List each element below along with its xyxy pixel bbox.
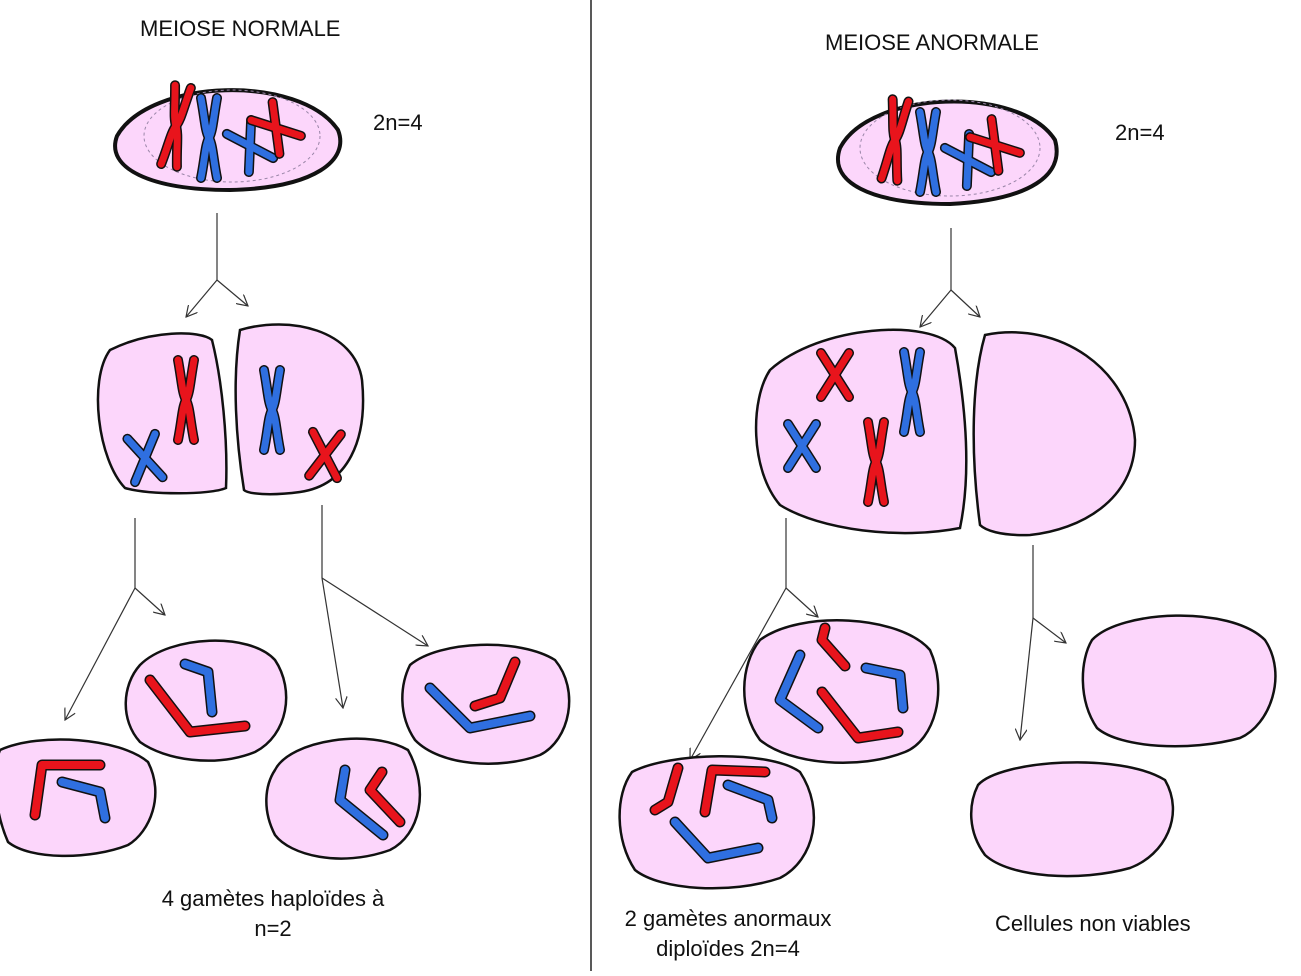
gamete-normal-2 bbox=[124, 639, 288, 762]
caption-abnormal-gametes-line1: 2 gamètes anormaux bbox=[624, 906, 832, 931]
gamete-abnormal-2 bbox=[618, 755, 815, 890]
daughter-cell-right-normal bbox=[234, 323, 365, 496]
title-normal-meiosis: MEIOSE NORMALE bbox=[140, 16, 341, 41]
daughter-cell-abnormal-empty bbox=[972, 331, 1137, 537]
ploidy-label-abnormal: 2n=4 bbox=[1115, 120, 1165, 145]
gamete-normal-1 bbox=[0, 738, 157, 858]
daughter-cell-left-normal bbox=[96, 332, 228, 495]
arrows-division-2-normal bbox=[65, 505, 428, 720]
parent-cell-abnormal bbox=[836, 99, 1059, 207]
parent-cell-normal bbox=[113, 85, 343, 193]
caption-abnormal-gametes-line2: diploïdes 2n=4 bbox=[656, 936, 800, 961]
nonviable-cell-2 bbox=[969, 761, 1175, 878]
title-abnormal-meiosis: MEIOSE ANORMALE bbox=[825, 30, 1039, 55]
arrows-division-1-abnormal bbox=[920, 228, 980, 327]
gamete-abnormal-1 bbox=[743, 619, 940, 764]
arrows-division-1-normal bbox=[186, 213, 248, 317]
gamete-normal-3 bbox=[265, 737, 422, 860]
daughter-cell-abnormal-full bbox=[754, 328, 968, 535]
caption-haploid-gametes-line2: n=2 bbox=[254, 916, 292, 941]
arrows-division-2-abnormal bbox=[690, 518, 1066, 760]
caption-nonviable-cells: Cellules non viables bbox=[995, 911, 1191, 936]
abnormal-meiosis-panel bbox=[618, 99, 1277, 890]
normal-meiosis-panel bbox=[0, 85, 571, 860]
caption-haploid-gametes-line1: 4 gamètes haploïdes à bbox=[161, 886, 385, 911]
nonviable-cell-1 bbox=[1081, 614, 1277, 748]
gamete-normal-4 bbox=[401, 643, 571, 765]
ploidy-label-normal: 2n=4 bbox=[373, 110, 423, 135]
